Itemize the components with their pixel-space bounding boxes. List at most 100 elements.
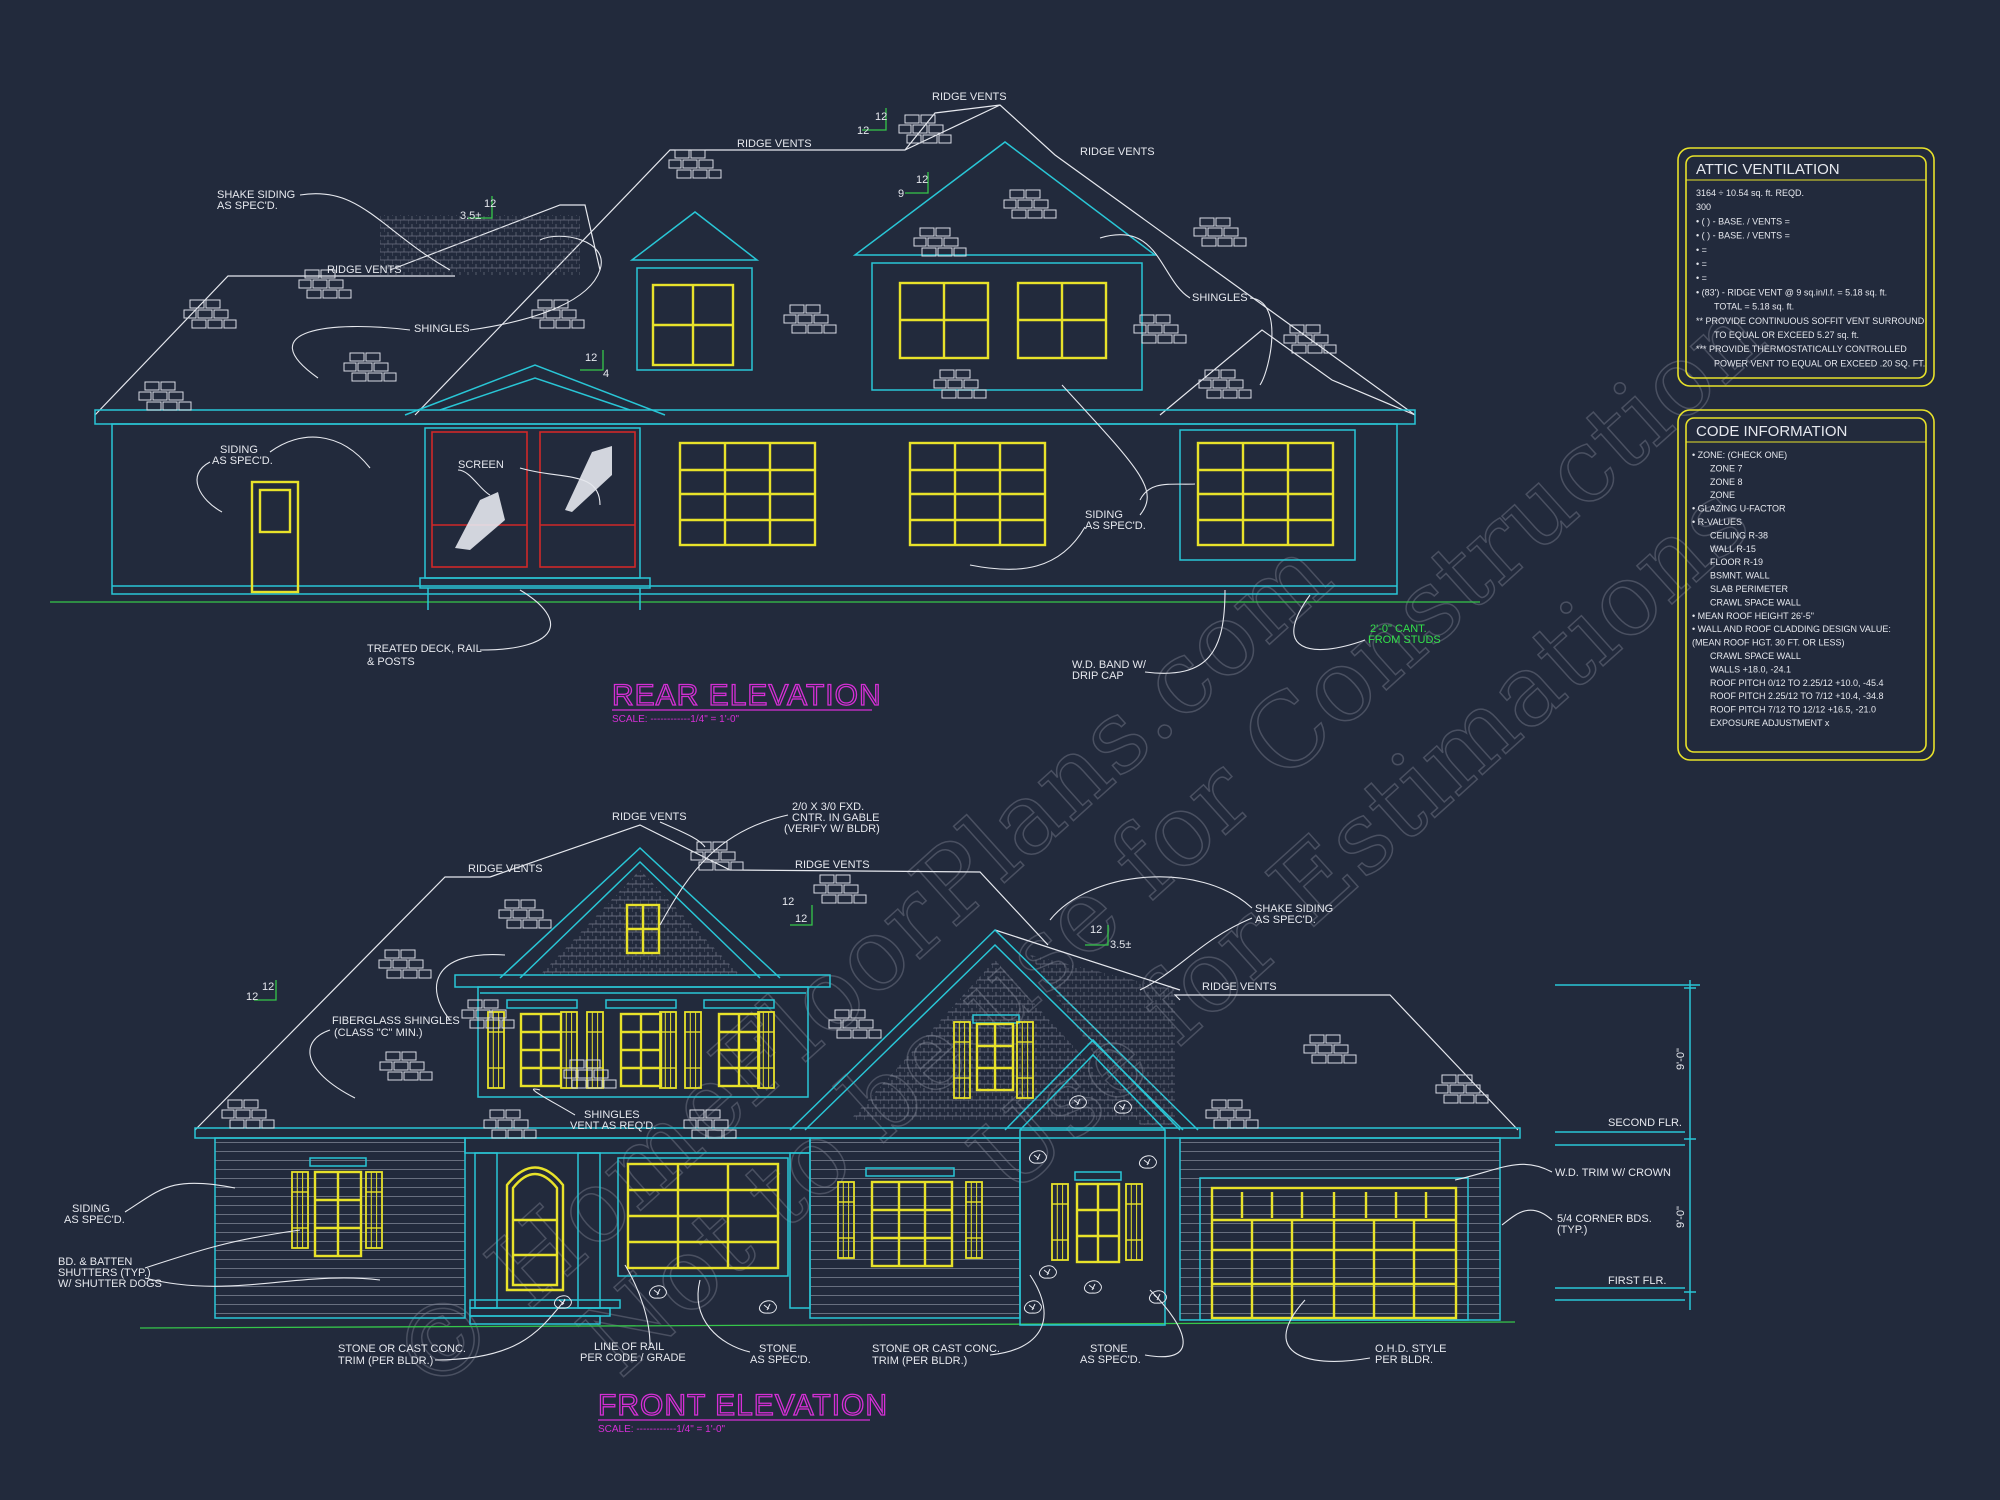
rear-deck bbox=[419, 577, 651, 589]
front-dimension-lines bbox=[1555, 980, 1700, 1310]
front-porch-window bbox=[626, 1162, 780, 1270]
front-label-ridge-vents-left: RIDGE VENTS bbox=[468, 863, 543, 875]
rear-label-shingles-right: SHINGLES bbox=[1192, 292, 1248, 304]
front-label-rail-1: LINE OF RAIL bbox=[594, 1341, 664, 1353]
rear-label-screen: SCREEN bbox=[458, 459, 504, 471]
rear-label-siding-right-2: AS SPEC'D. bbox=[1085, 520, 1146, 532]
rear-right-gable-roof bbox=[1159, 329, 1416, 416]
code-line: • ZONE: (CHECK ONE) bbox=[1692, 450, 1787, 460]
rear-label-siding-2: AS SPEC'D. bbox=[212, 455, 273, 467]
attic-line: 300 bbox=[1696, 202, 1711, 212]
front-label-fiber-2: (CLASS "C" MIN.) bbox=[334, 1027, 422, 1039]
rear-pitch-d-run: 12 bbox=[585, 352, 597, 364]
rear-pitch-a-run: 12 bbox=[484, 198, 496, 210]
front-upper-window-3 bbox=[684, 999, 775, 1089]
code-line: SLAB PERIMETER bbox=[1710, 584, 1789, 594]
front-grade-line bbox=[139, 1321, 1516, 1329]
rear-roof-main bbox=[414, 104, 1416, 416]
code-line: FLOOR R-19 bbox=[1710, 557, 1763, 567]
front-label-ridge-vents-mid: RIDGE VENTS bbox=[795, 859, 870, 871]
front-pitch-a-rise: 12 bbox=[246, 991, 258, 1003]
rear-label-shingles-left: SHINGLES bbox=[414, 323, 470, 335]
rear-pitch-c-run: 12 bbox=[916, 174, 928, 186]
attic-line: • = bbox=[1696, 273, 1707, 283]
attic-line: ** PROVIDE CONTINUOUS SOFFIT VENT SURROU… bbox=[1696, 316, 1925, 326]
front-pitch-a-run: 12 bbox=[262, 981, 274, 993]
front-label-corner-1: 5/4 CORNER BDS. bbox=[1557, 1213, 1652, 1225]
rear-label-siding-right-1: SIDING bbox=[1085, 509, 1123, 521]
front-label-stone-2: AS SPEC'D. bbox=[750, 1354, 811, 1366]
attic-line: • ( ) - BASE. / VENTS = bbox=[1696, 231, 1790, 241]
code-line: ROOF PITCH 7/12 TO 12/12 +16.5, -21.0 bbox=[1710, 705, 1876, 715]
rear-elevation-scale: SCALE: ------------1/4" = 1'-0" bbox=[612, 714, 740, 725]
front-pitch-c-run: 12 bbox=[1090, 924, 1102, 936]
code-line: • R-VALUES bbox=[1692, 517, 1742, 527]
code-line: ZONE 7 bbox=[1710, 463, 1743, 473]
front-upper-window-1 bbox=[487, 999, 578, 1089]
rear-elevation-title: REAR ELEVATION bbox=[612, 679, 882, 712]
front-center-gable bbox=[499, 846, 781, 979]
attic-line: POWER VENT TO EQUAL OR EXCEED .20 SQ. FT… bbox=[1714, 358, 1925, 368]
rear-label-shake-siding-1: SHAKE SIDING bbox=[217, 189, 295, 201]
rear-pitch-c-rise: 9 bbox=[898, 188, 904, 200]
rear-pitch-a-rise: 3.5± bbox=[460, 210, 481, 222]
code-line: ROOF PITCH 0/12 TO 2.25/12 +10.0, -45.4 bbox=[1710, 678, 1884, 688]
front-label-fxd-3: (VERIFY W/ BLDR) bbox=[784, 823, 880, 835]
front-label-ohd-2: PER BLDR. bbox=[1375, 1354, 1433, 1366]
attic-ventilation-title: ATTIC VENTILATION bbox=[1696, 161, 1840, 178]
attic-line: • (83') - RIDGE VENT @ 9 sq.in/l.f. = 5.… bbox=[1696, 287, 1887, 297]
rear-elevation: 12 3.5± 12 12 12 9 12 4 RIDGE VENTS RIDG… bbox=[50, 91, 1480, 725]
rear-door bbox=[250, 480, 300, 594]
rear-label-siding-1: SIDING bbox=[220, 444, 258, 456]
front-label-shake-2: AS SPEC'D. bbox=[1255, 914, 1316, 926]
front-middle-window bbox=[837, 1167, 983, 1268]
rear-label-ridge-vents-left: RIDGE VENTS bbox=[737, 138, 812, 150]
code-line: WALLS +18.0, -24.1 bbox=[1710, 664, 1791, 674]
front-stone-gable bbox=[1004, 1038, 1181, 1131]
code-information-lines: • ZONE: (CHECK ONE) ZONE 7 ZONE 8 ZONE • GLA… bbox=[1692, 450, 1891, 728]
code-line: • GLAZING U-FACTOR bbox=[1692, 504, 1786, 514]
rear-label-shake-siding-2: AS SPEC'D. bbox=[217, 200, 278, 212]
front-label-stone-b1: STONE bbox=[1090, 1343, 1128, 1355]
rear-pitch-b-rise: 12 bbox=[857, 125, 869, 137]
rear-porch-gable bbox=[404, 364, 666, 416]
code-line: ZONE 8 bbox=[1710, 477, 1743, 487]
attic-line: 3164 ÷ 10.54 sq. ft. REQD. bbox=[1696, 188, 1804, 198]
rear-label-band-2: DRIP CAP bbox=[1072, 670, 1124, 682]
code-line: CEILING R-38 bbox=[1710, 530, 1768, 540]
front-label-siding-1: SIDING bbox=[72, 1203, 110, 1215]
front-elevation: SECOND FLR. FIRST FLR. 9'-0" 9'-0" 12 12… bbox=[58, 801, 1700, 1435]
rear-window-group-3 bbox=[1196, 441, 1335, 547]
front-label-ridge-vents-right: RIDGE VENTS bbox=[1202, 981, 1277, 993]
code-line: • WALL AND ROOF CLADDING DESIGN VALUE: bbox=[1692, 624, 1891, 634]
code-line: (MEAN ROOF HGT. 30 FT. OR LESS) bbox=[1692, 638, 1845, 648]
front-label-shutters-3: W/ SHUTTER DOGS bbox=[58, 1278, 162, 1290]
front-pitch-b-run: 12 bbox=[782, 896, 794, 908]
rear-label-ridge-vents-lowleft: RIDGE VENTS bbox=[327, 264, 402, 276]
code-line: ROOF PITCH 2.25/12 TO 7/12 +10.4, -34.8 bbox=[1710, 691, 1884, 701]
code-line: ZONE bbox=[1710, 490, 1735, 500]
front-stone-window bbox=[1051, 1171, 1143, 1264]
front-elevation-scale: SCALE: ------------1/4" = 1'-0" bbox=[598, 1424, 726, 1435]
code-line: CRAWL SPACE WALL bbox=[1710, 597, 1801, 607]
attic-line: TOTAL = 5.18 sq. ft. bbox=[1714, 302, 1794, 312]
front-label-rail-2: PER CODE / GRADE bbox=[580, 1352, 686, 1364]
rear-window-group-2 bbox=[908, 441, 1047, 547]
front-pitch-c-rise: 3.5± bbox=[1110, 939, 1131, 951]
front-middle-wing-wall bbox=[809, 1137, 1021, 1319]
attic-line: • = bbox=[1696, 245, 1707, 255]
front-entry-door bbox=[505, 1166, 565, 1292]
front-label-shingles-1: SHINGLES bbox=[584, 1109, 640, 1121]
rear-wall bbox=[111, 423, 1398, 595]
front-elevation-title: FRONT ELEVATION bbox=[598, 1389, 888, 1422]
front-gable-window-right bbox=[953, 1014, 1034, 1099]
rear-label-ridge-vents-top: RIDGE VENTS bbox=[932, 91, 1007, 103]
attic-ventilation-lines: 3164 ÷ 10.54 sq. ft. REQD. 300 • ( ) - BAS… bbox=[1696, 188, 1925, 368]
code-line: BSMNT. WALL bbox=[1710, 571, 1770, 581]
front-label-stone-b2: AS SPEC'D. bbox=[1080, 1354, 1141, 1366]
attic-ventilation-panel: ATTIC VENTILATION 3164 ÷ 10.54 sq. ft. R… bbox=[1677, 147, 1935, 387]
attic-line: TO EQUAL OR EXCEED 5.27 sq. ft. bbox=[1714, 330, 1859, 340]
rear-label-cant-2: FROM STUDS bbox=[1368, 634, 1441, 646]
front-label-siding-2: AS SPEC'D. bbox=[64, 1214, 125, 1226]
rear-eave-fascia bbox=[94, 409, 1416, 425]
